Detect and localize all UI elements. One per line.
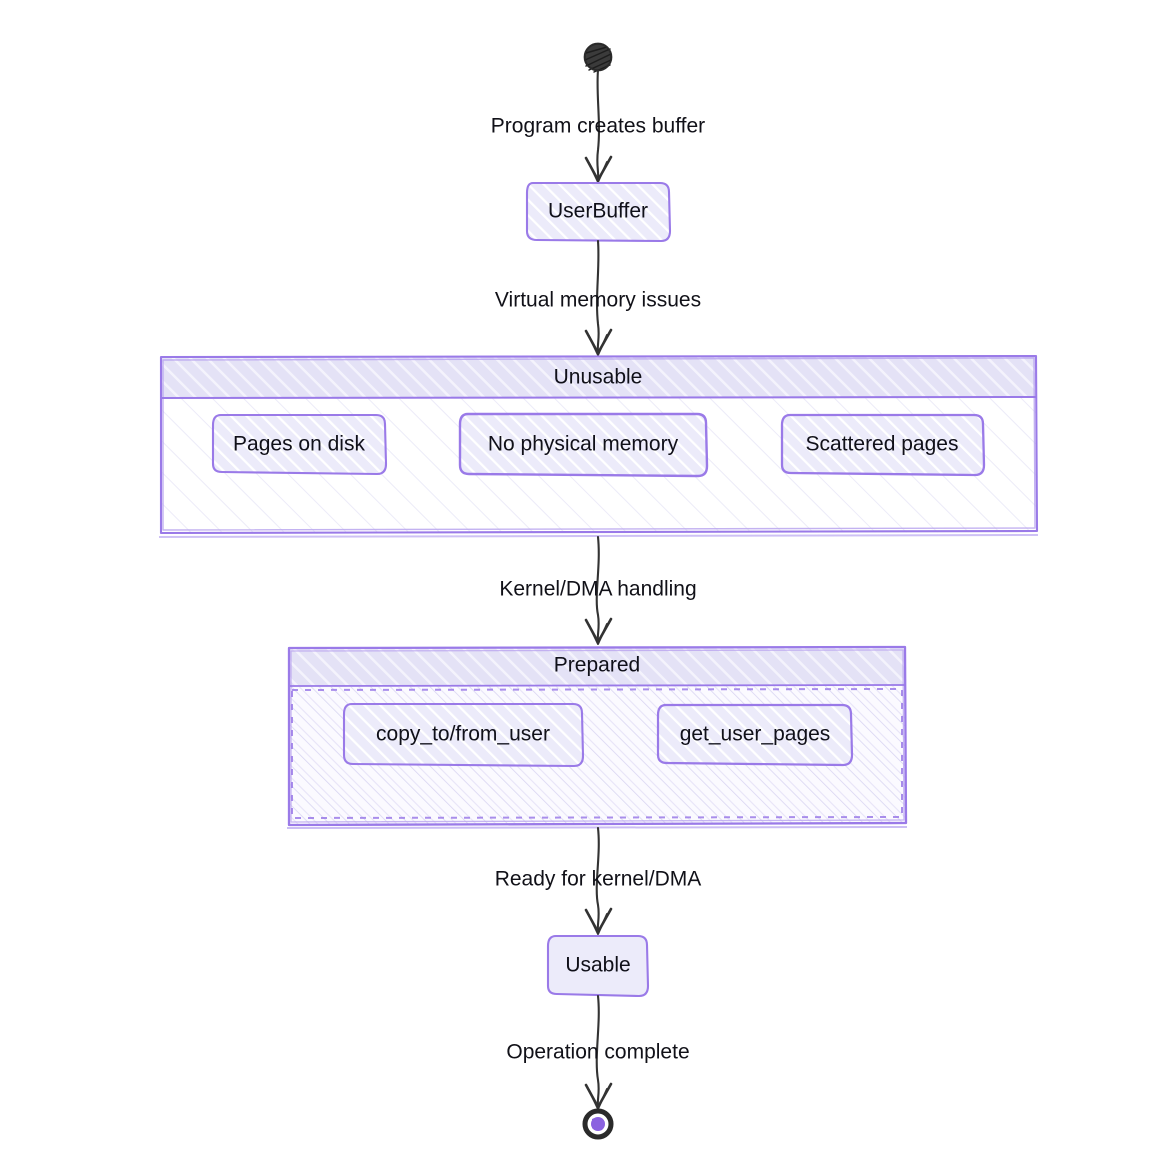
edge-kernel-dma-handling: Kernel/DMA handling — [499, 535, 697, 645]
edge-ready-for-kernel-dma: Ready for kernel/DMA — [495, 826, 702, 935]
edge-operation-complete: Operation complete — [506, 994, 690, 1110]
end-node — [582, 1108, 614, 1140]
composite-state-unusable[interactable]: Unusable Pages on disk No physical memor… — [158, 354, 1039, 538]
state-node-copy-to-from-user[interactable]: copy_to/from_user — [342, 702, 585, 768]
state-node-get-user-pages[interactable]: get_user_pages — [656, 703, 854, 767]
state-label-scattered-pages: Scattered pages — [806, 433, 959, 456]
state-node-no-physical-memory[interactable]: No physical memory — [458, 412, 709, 478]
state-label-usable: Usable — [565, 954, 630, 977]
state-label-get-user-pages: get_user_pages — [680, 723, 831, 746]
composite-state-prepared[interactable]: Prepared copy_to/from_user get_user_page… — [286, 645, 908, 829]
state-label-userbuffer: UserBuffer — [548, 200, 648, 223]
edge-label-virtual-memory-issues: Virtual memory issues — [495, 289, 701, 312]
edge-label-operation-complete: Operation complete — [506, 1041, 689, 1064]
state-label-no-physical-memory: No physical memory — [488, 433, 679, 456]
state-node-userbuffer[interactable]: UserBuffer — [525, 181, 672, 243]
composite-title-unusable: Unusable — [554, 366, 643, 389]
state-node-scattered-pages[interactable]: Scattered pages — [780, 413, 986, 477]
state-node-pages-on-disk[interactable]: Pages on disk — [211, 413, 388, 476]
state-label-copy-to-from-user: copy_to/from_user — [376, 723, 550, 746]
edge-label-ready-for-kernel-dma: Ready for kernel/DMA — [495, 868, 702, 891]
composite-title-prepared: Prepared — [554, 654, 640, 677]
edge-label-kernel-dma-handling: Kernel/DMA handling — [499, 578, 696, 601]
edge-program-creates-buffer: Program creates buffer — [491, 68, 705, 183]
state-label-pages-on-disk: Pages on disk — [233, 433, 365, 456]
edge-label-program-creates-buffer: Program creates buffer — [491, 115, 705, 138]
state-node-usable[interactable]: Usable — [546, 934, 650, 998]
start-node — [583, 42, 613, 73]
edge-virtual-memory-issues: Virtual memory issues — [495, 239, 701, 356]
